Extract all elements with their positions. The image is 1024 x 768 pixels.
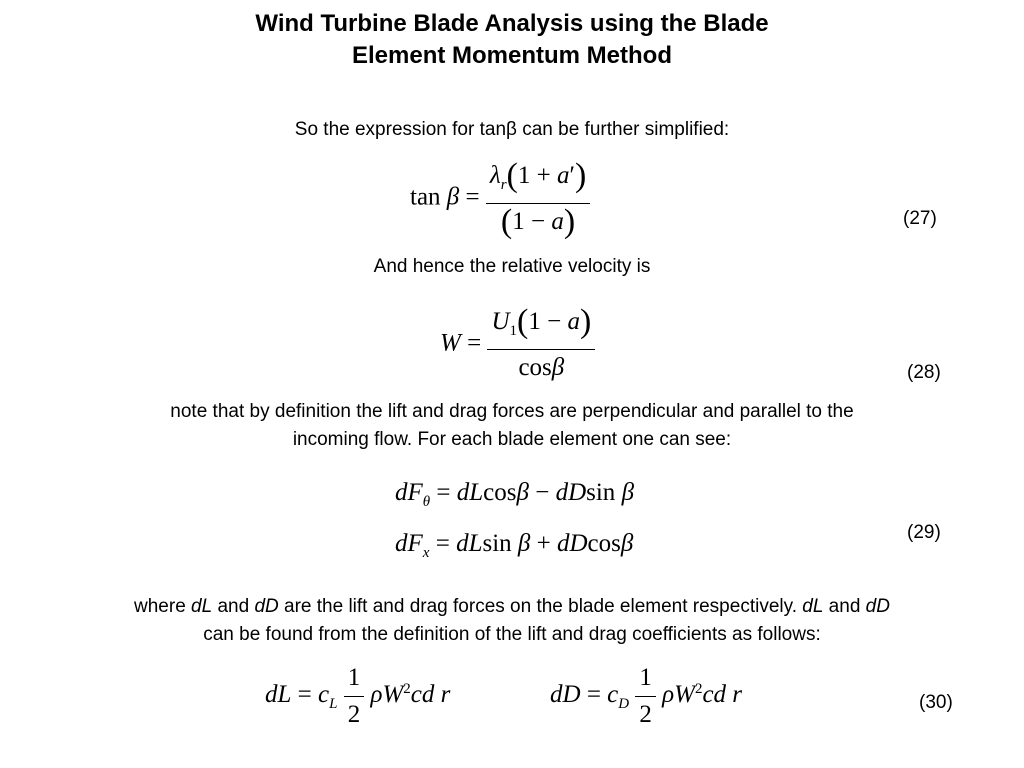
title-line-1: Wind Turbine Blade Analysis using the Bl… — [255, 10, 769, 37]
equation-27: tan β = λr(1 + a′) (1 − a) — [410, 158, 591, 240]
eq29-row-1: dFθ = dLcosβ − dDsin β — [395, 479, 635, 510]
equation-number-27: (27) — [903, 208, 937, 229]
page-title: Wind Turbine Blade Analysis using the Bl… — [0, 8, 1024, 72]
where-text: where dL and dD are the lift and drag fo… — [0, 593, 1024, 649]
intro-text: So the expression for tanβ can be furthe… — [294, 119, 730, 140]
eq29-row-2: dFx = dLsin β + dDcosβ — [395, 530, 634, 561]
equation-number-29: (29) — [907, 522, 941, 543]
where-line-1: where dL and dD are the lift and drag fo… — [134, 596, 890, 617]
note-line-2: incoming flow. For each blade element on… — [292, 429, 732, 450]
velocity-text: And hence the relative velocity is — [373, 256, 651, 277]
note-line-1: note that by definition the lift and dra… — [170, 401, 854, 422]
eq28-fraction: U1(1 − a) cosβ — [487, 304, 596, 386]
title-line-2: Element Momentum Method — [351, 42, 672, 69]
eq27-fraction: λr(1 + a′) (1 − a) — [485, 158, 591, 240]
equation-29: dFθ = dLcosβ − dDsin β dFx = dLsin β + d… — [395, 472, 634, 574]
note-text: note that by definition the lift and dra… — [0, 398, 1024, 454]
equation-28: W = U1(1 − a) cosβ — [440, 304, 596, 386]
equation-number-30: (30) — [919, 692, 953, 713]
equation-number-28: (28) — [907, 362, 941, 383]
where-line-2: can be found from the definition of the … — [203, 624, 821, 645]
